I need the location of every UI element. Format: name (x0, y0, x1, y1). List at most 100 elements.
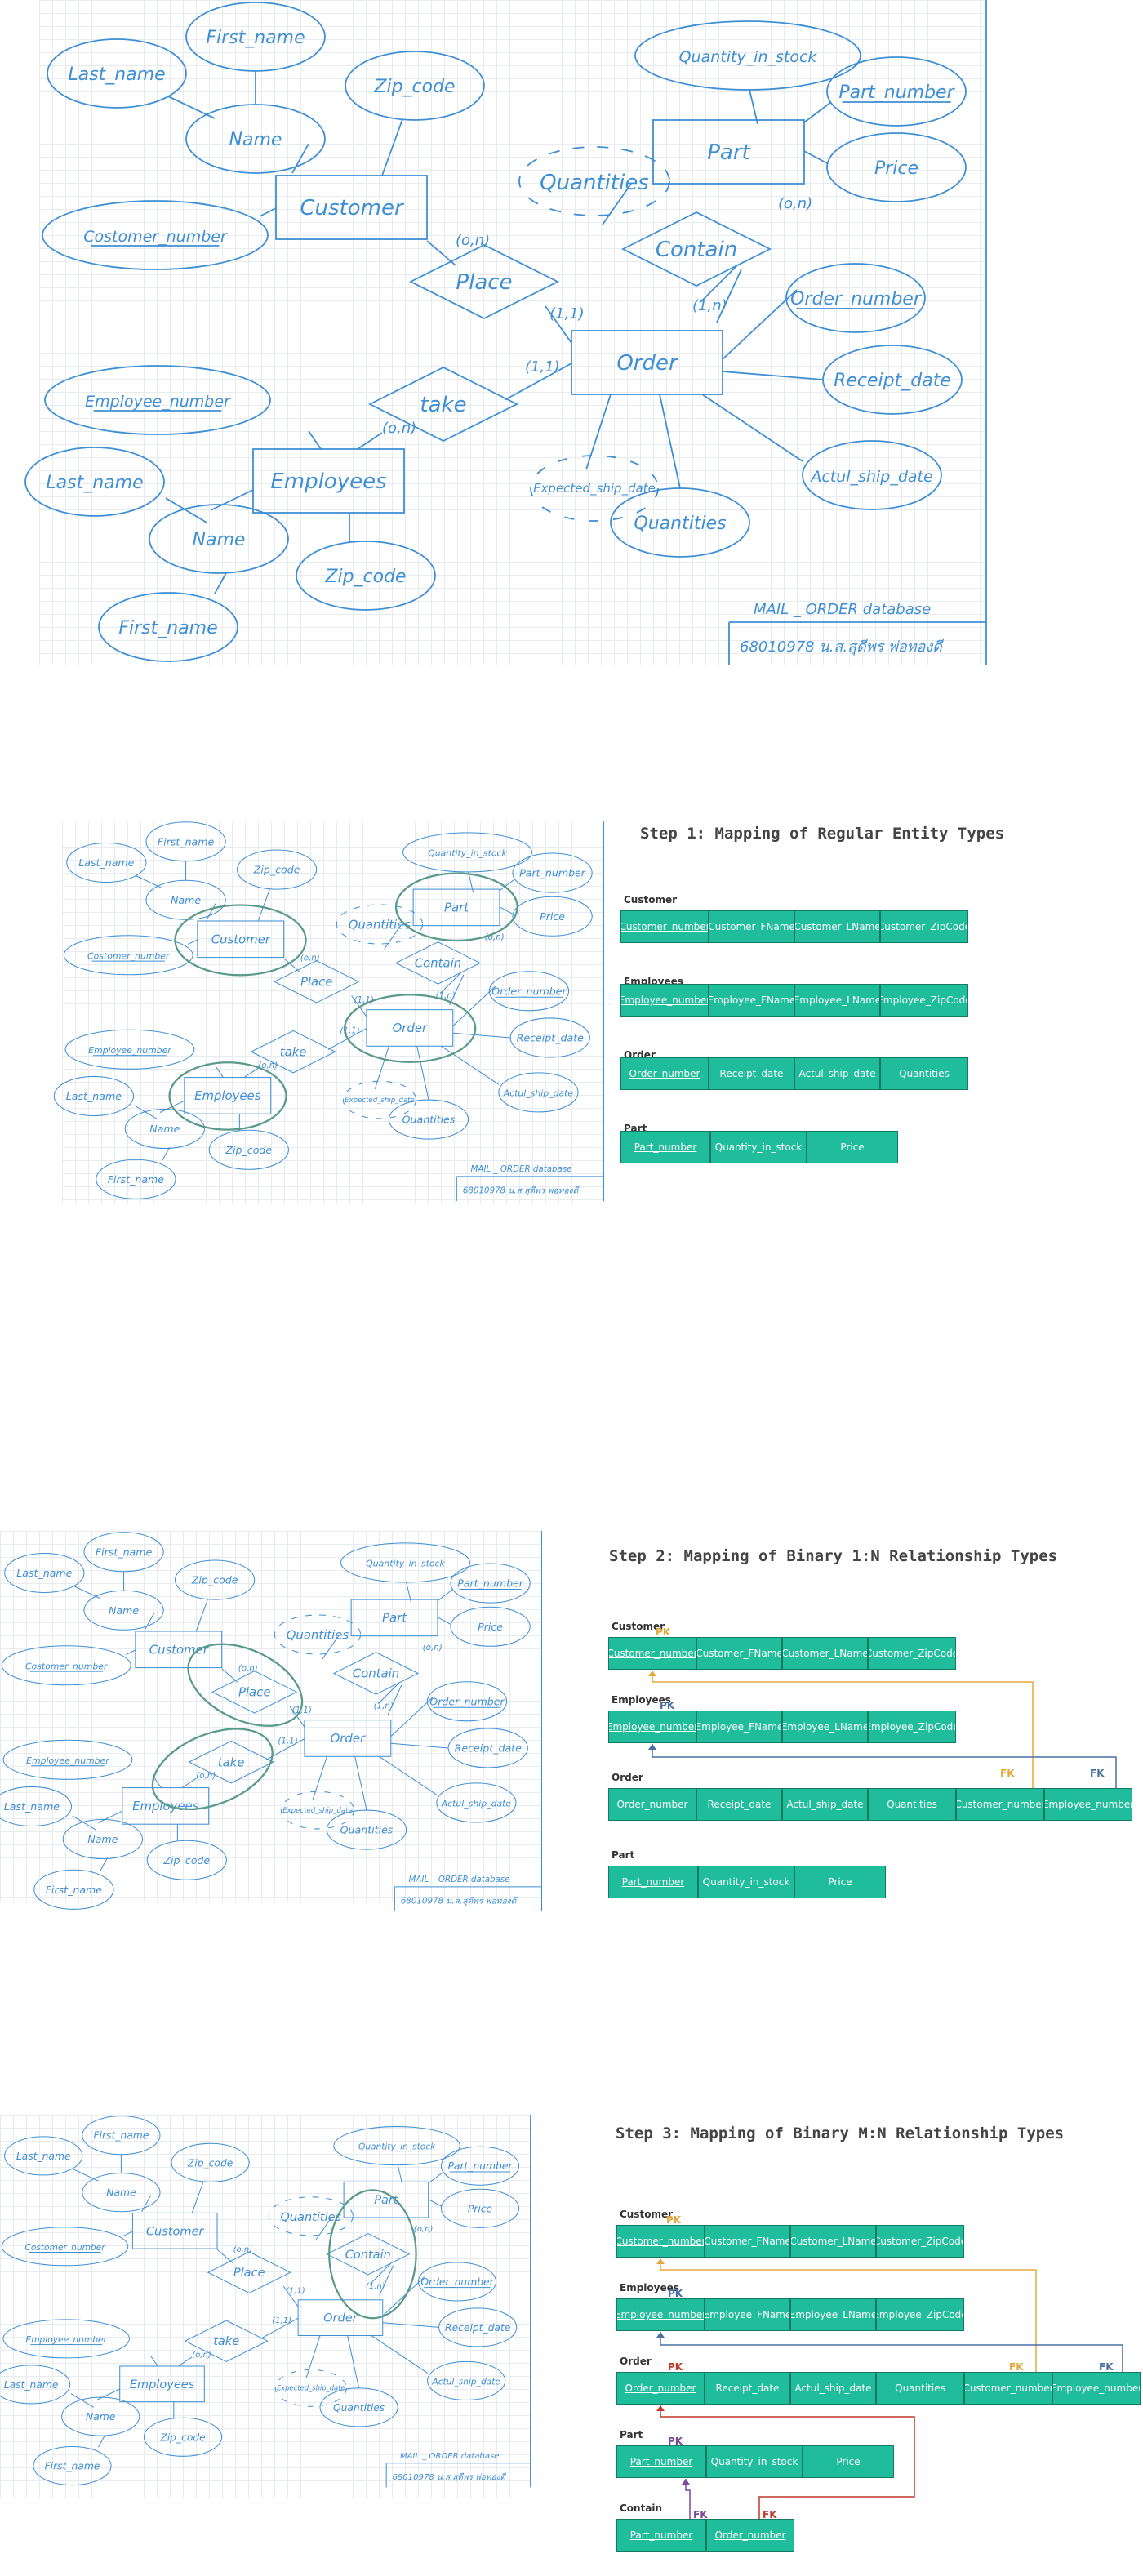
attr-first-name: First_name (96, 1159, 176, 1199)
connector-line (504, 363, 572, 401)
attr-price: Price (440, 2188, 520, 2228)
connector-line (382, 2276, 425, 2316)
table-label-customer: Customer (620, 2209, 674, 2220)
connector-line (243, 1067, 259, 1079)
column-employee-number: Employee_number (620, 984, 709, 1017)
connector-line (357, 432, 383, 450)
cardinality-label: (o,n) (423, 1643, 443, 1653)
cardinality-label: (o,n) (192, 2351, 211, 2360)
svg-text:First_name: First_name (45, 2461, 100, 2472)
svg-text:68010978 น.ส.สุดีพร พ่อทองดี: 68010978 น.ส.สุดีพร พ่อทองดี (392, 2472, 507, 2482)
attr-zip-code: Zip_code (345, 51, 485, 121)
column-employee-zipcode: Employee_ZipCode (868, 1711, 956, 1743)
connector-line (416, 1046, 429, 1101)
svg-text:Name: Name (229, 130, 282, 150)
connector-line (371, 2335, 428, 2374)
svg-text:Zip_code: Zip_code (324, 567, 406, 587)
attr-zip-code: Zip_code (296, 541, 436, 611)
attr-last-name: Last_name (0, 2365, 71, 2405)
column-employee-fname: Employee_FName (696, 1711, 782, 1743)
svg-text:Last_name: Last_name (78, 856, 134, 869)
connector-line (377, 1682, 400, 1705)
column-employee-number: Employee_number (616, 2298, 705, 2331)
attr-price: Price (450, 1606, 531, 1647)
column-order-number: Order_number (616, 2372, 705, 2405)
svg-text:Part: Part (444, 901, 469, 915)
attr-quantities: Quantities (388, 1099, 469, 1140)
column-employee-number: Employee_number (1044, 1788, 1132, 1821)
svg-text:Name: Name (171, 894, 201, 906)
column-employee-zipcode: Employee_ZipCode (880, 984, 968, 1017)
connector-line (439, 972, 462, 994)
svg-text:Employees: Employees (194, 1088, 261, 1103)
svg-text:Actul_ship_date: Actul_ship_date (441, 1798, 512, 1809)
svg-text:Quantities: Quantities (333, 2402, 385, 2414)
connector-line (126, 1649, 136, 1656)
connector-line (381, 118, 403, 176)
attr-name: Name (149, 504, 289, 574)
relationship-take: take (188, 1740, 274, 1784)
entity-order: Order (366, 1009, 454, 1047)
attr-costomer-number: Costomer_number (1, 2227, 129, 2267)
connector-line (382, 2322, 439, 2328)
column-customer-lname: Customer_LName (790, 2225, 876, 2258)
column-employee-fname: Employee_FName (709, 984, 794, 1017)
attr-name: Name (82, 2173, 161, 2213)
svg-text:Order_number: Order_number (429, 1695, 505, 1707)
attr-costomer-number: Costomer_number (42, 200, 269, 270)
svg-text:MAIL _ ORDER database: MAIL _ ORDER database (400, 2452, 499, 2461)
connector-line (191, 2181, 204, 2213)
svg-text:First_name: First_name (96, 1546, 153, 1558)
column-actul-ship-date: Actul_ship_date (794, 1057, 880, 1090)
entity-order: Order (304, 1720, 392, 1757)
column-actul-ship-date: Actul_ship_date (790, 2372, 876, 2405)
svg-text:Contain: Contain (345, 2248, 391, 2262)
connector-line (195, 1599, 209, 1632)
connector-line (452, 1032, 511, 1039)
relationship-place: Place (408, 243, 560, 320)
svg-text:Employee_number: Employee_number (85, 393, 231, 411)
svg-text:take: take (420, 393, 466, 417)
attr-first-name: First_name (33, 1869, 114, 1910)
table-label-customer: Customer (612, 1621, 665, 1632)
attr-part-number: Part_number (440, 2146, 520, 2186)
connector-line (803, 150, 828, 164)
connector-line (312, 1756, 327, 1800)
attr-price: Price (826, 132, 967, 202)
attr-last-name: Last_name (4, 2136, 83, 2176)
svg-text:Actul_ship_date: Actul_ship_date (431, 2376, 500, 2387)
column-customer-zipcode: Customer_ZipCode (880, 910, 968, 943)
entity-employees: Employees (122, 1787, 210, 1825)
svg-text:Price: Price (874, 158, 918, 179)
arrow-head (648, 1744, 656, 1750)
relationship-place: Place (211, 1671, 298, 1714)
table-label-order: Order (620, 2356, 652, 2367)
cardinality-label: (1,n) (366, 2282, 385, 2291)
connector-line (136, 875, 163, 889)
step2-title: Step 2: Mapping of Binary 1:N Relationsh… (609, 1547, 1058, 1565)
attr-costomer-number: Costomer_number (1, 1645, 131, 1686)
svg-text:First_name: First_name (94, 2130, 149, 2142)
svg-text:Place: Place (233, 2266, 265, 2280)
svg-text:Employee_number: Employee_number (88, 1045, 172, 1056)
column-quantities: Quantities (868, 1788, 956, 1821)
svg-text:Employees: Employees (130, 2378, 195, 2391)
attr-part-number: Part_number (512, 852, 593, 893)
attr-actul-ship-date: Actul_ship_date (436, 1782, 517, 1823)
svg-text:Last_name: Last_name (66, 1090, 122, 1102)
connector-line (441, 1045, 500, 1085)
connector-line (162, 1147, 171, 1161)
column-employee-zipcode: Employee_ZipCode (876, 2298, 964, 2331)
svg-text:Expected_ship_date: Expected_ship_date (345, 1097, 415, 1105)
attr-zip-code: Zip_code (174, 1559, 256, 1600)
svg-text:Employee_number: Employee_number (26, 1755, 110, 1766)
svg-text:Expected_ship_date: Expected_ship_date (533, 481, 656, 496)
